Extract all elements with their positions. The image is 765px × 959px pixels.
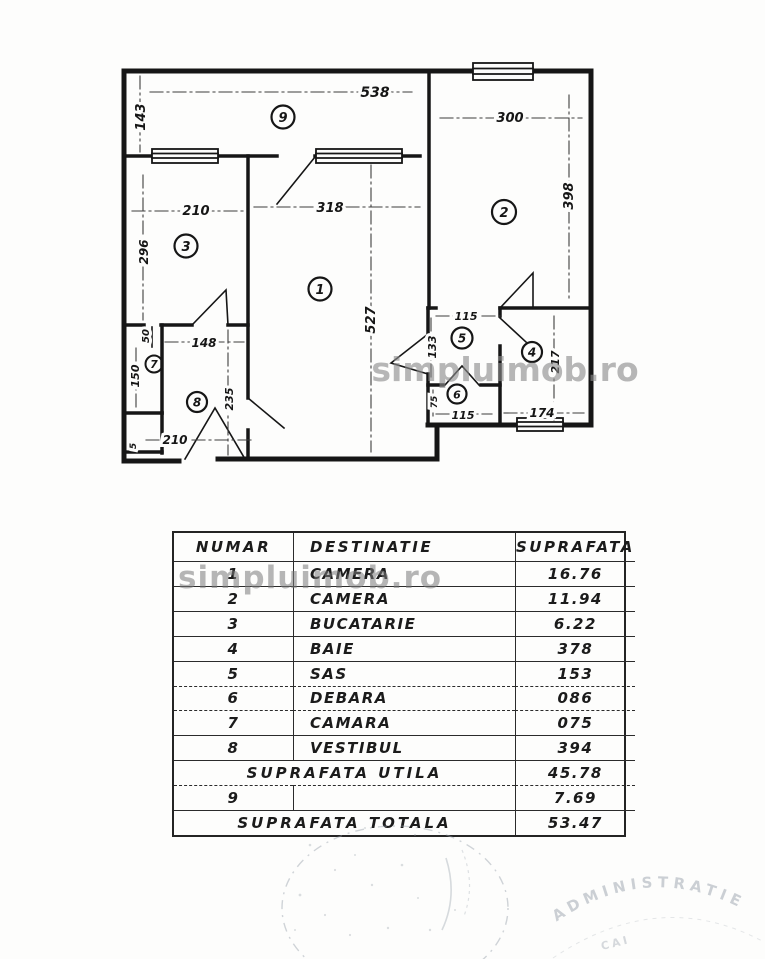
table-cell-num: 9 [174, 785, 293, 810]
dim-sas-door: 115 [455, 310, 478, 323]
dim-camara-door: 50 [141, 329, 152, 343]
svg-text:ADMINISTRATIE: ADMINISTRATIE [549, 873, 749, 925]
surface-table: NUMAR DESTINATIE SUPRAFATA 1 CAMERA 16.7… [172, 531, 635, 837]
col-header-destinatie: DESTINATIE [293, 533, 515, 561]
round-stamp [281, 825, 509, 959]
dim-room2-depth: 398 [562, 182, 577, 209]
dim-balcony-width: 538 [360, 85, 389, 101]
dim-debara-width: 115 [452, 409, 475, 422]
room-label-8: 8 [193, 396, 201, 410]
dim-camara-depth: 150 [129, 364, 142, 387]
table-cell-sup: 075 [515, 710, 635, 736]
room-label-2: 2 [499, 206, 508, 221]
dimension-labels: 538 143 300 398 210 296 318 527 148 50 1… [126, 82, 580, 452]
interior-walls [122, 71, 593, 461]
dim-debara-depth: 75 [430, 396, 440, 409]
room-marker-8: 8 [185, 390, 209, 414]
room-marker-6: 6 [446, 383, 468, 405]
table-cell-sup: 16.76 [515, 561, 635, 586]
table-cell-dest: VESTIBUL [293, 735, 515, 761]
table-cell-sup: 378 [515, 635, 635, 661]
table-cell-num: 6 [174, 685, 293, 711]
dim-room3-width: 210 [182, 204, 209, 219]
suprafata-totala-value: 53.47 [515, 810, 635, 835]
table-cell-dest: CAMARA [293, 710, 515, 736]
table-cell-num: 8 [174, 735, 293, 760]
dim-sas-depth: 133 [426, 335, 439, 358]
table-cell-num: 5 [174, 660, 293, 686]
room-marker-9: 9 [270, 104, 296, 130]
table-cell-dest: BAIE [293, 635, 515, 661]
dim-entry-width: 210 [162, 433, 187, 447]
table-cell-num: 3 [174, 610, 293, 636]
stamps-area: ADMINISTRATIE CAI [281, 825, 765, 959]
table-cell-sup: 7.69 [515, 785, 635, 811]
table-cell-dest: CAMERA [293, 585, 515, 611]
stamp-speckles [294, 827, 456, 937]
room-marker-3: 3 [173, 233, 199, 259]
room-marker-2: 2 [490, 198, 518, 226]
dim-baie-width: 174 [529, 406, 554, 420]
dim-balcony-depth: 143 [134, 103, 149, 130]
room-label-7: 7 [150, 358, 158, 371]
dim-room1-width: 318 [316, 201, 343, 216]
room-label-6: 6 [453, 389, 461, 402]
room-label-5: 5 [458, 332, 466, 346]
dimension-lines [131, 75, 585, 456]
dim-baie-depth: 217 [549, 350, 562, 373]
col-header-suprafata: SUPRAFATA [515, 533, 635, 561]
room-marker-5: 5 [450, 326, 474, 350]
room-marker-7: 7 [144, 354, 164, 374]
table-cell-num: 1 [174, 561, 293, 586]
dim-vestibul-width: 148 [191, 336, 216, 350]
suprafata-utila-value: 45.78 [515, 760, 635, 786]
table-cell-sup: 11.94 [515, 585, 635, 611]
dim-room1-depth: 527 [364, 305, 379, 333]
floor-plan-drawing: 538 143 300 398 210 296 318 527 148 50 1… [121, 62, 639, 464]
watermark-plan: simpluimob.ro [371, 350, 638, 389]
table-cell-dest: DEBARA [293, 685, 515, 711]
table-cell-dest: CAMERA [293, 561, 515, 586]
administration-stamp-subtext: CAI [600, 933, 632, 953]
administration-stamp: ADMINISTRATIE CAI [549, 873, 765, 959]
dim-entry-step: 5 [129, 443, 139, 449]
dim-vestibul-depth: 235 [223, 387, 236, 410]
door-swings [151, 155, 534, 461]
table-cell-sup: 153 [515, 660, 635, 686]
table-cell-sup: 6.22 [515, 610, 635, 636]
room-label-4: 4 [527, 346, 536, 360]
table-cell-sup: 394 [515, 735, 635, 761]
suprafata-utila-label: SUPRAFATA UTILA [174, 760, 515, 785]
dim-room3-depth: 296 [137, 239, 151, 264]
table-cell-dest: SAS [293, 660, 515, 686]
room-label-9: 9 [278, 111, 287, 126]
windows [151, 62, 564, 432]
room-label-1: 1 [315, 283, 324, 298]
room-label-3: 3 [181, 240, 190, 255]
table-cell-sup: 086 [515, 685, 635, 711]
administration-stamp-text: ADMINISTRATIE [549, 873, 744, 925]
table-cell-num: 2 [174, 585, 293, 611]
table-cell-dest: BUCATARIE [293, 610, 515, 636]
room-marker-4: 4 [520, 340, 544, 364]
room-number-markers: 9 2 3 1 7 8 5 6 4 [144, 104, 544, 414]
suprafata-totala-label: SUPRAFATA TOTALA [174, 810, 515, 835]
table-cell-num: 7 [174, 710, 293, 735]
room-marker-1: 1 [307, 276, 333, 302]
dim-room2-width: 300 [496, 111, 523, 126]
col-header-numar: NUMAR [195, 538, 272, 556]
table-cell-dest [293, 785, 515, 811]
table-cell-num: 4 [174, 635, 293, 661]
